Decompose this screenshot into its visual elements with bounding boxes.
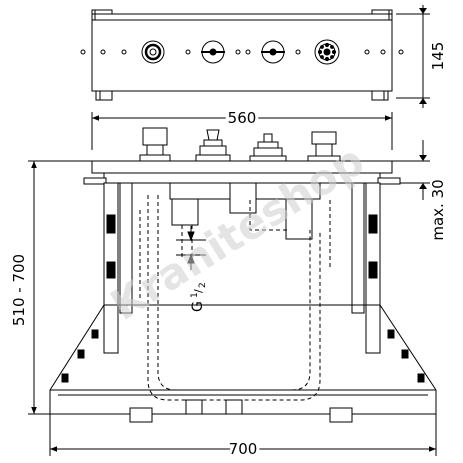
thread-fraction-num: 1 (190, 292, 200, 298)
dim-top-height: 145 (429, 42, 447, 71)
dimension-560 (91, 112, 393, 150)
leg-left-inner (119, 182, 133, 314)
front-view (83, 127, 401, 354)
top-plate (91, 18, 393, 92)
top-view (80, 9, 404, 101)
thread-fraction-slash: / (192, 289, 205, 293)
top-rail-end-right (371, 9, 393, 14)
top-rail-end-left (91, 9, 113, 14)
front-skirt (49, 304, 437, 423)
mount-hole-icon (121, 49, 127, 55)
dimension-145 (396, 5, 430, 108)
top-foot-left (95, 91, 113, 101)
dim-top-width: 560 (228, 109, 257, 127)
dimension-max-30 (392, 140, 430, 200)
thread-label: G 1 / 2 (190, 282, 208, 312)
mount-hole-icon (364, 49, 370, 55)
thread-dimension (176, 226, 206, 270)
top-rail (91, 13, 393, 21)
shutoff-valve-icon (185, 40, 241, 64)
valve-head-2-icon (195, 129, 231, 162)
leg-right-inner (351, 182, 365, 314)
diverter-valve-icon (314, 39, 340, 65)
dimension-700 (49, 414, 437, 456)
skirt-foot (329, 407, 353, 423)
thread-fraction-den: 2 (198, 282, 208, 288)
mount-hole-icon (398, 49, 404, 55)
skirt-foot (129, 407, 153, 423)
shutoff-valve-icon (245, 40, 301, 64)
thread-label-g: G (190, 301, 206, 312)
front-bracket-left (83, 177, 107, 185)
thermostat-valve-icon (141, 40, 165, 64)
dim-bottom-width: 700 (229, 440, 258, 458)
valve-head-1-icon (139, 127, 171, 162)
mount-hole-icon (380, 49, 386, 55)
top-foot-right (371, 91, 389, 101)
dim-max-offset: max. 30 (429, 179, 447, 240)
valve-head-3-icon (249, 133, 287, 162)
front-bracket-right (377, 177, 401, 185)
dim-total-height: 510 - 700 (10, 254, 28, 326)
mount-hole-icon (80, 49, 86, 55)
mount-hole-icon (100, 49, 106, 55)
dimension-510-700 (28, 160, 92, 415)
